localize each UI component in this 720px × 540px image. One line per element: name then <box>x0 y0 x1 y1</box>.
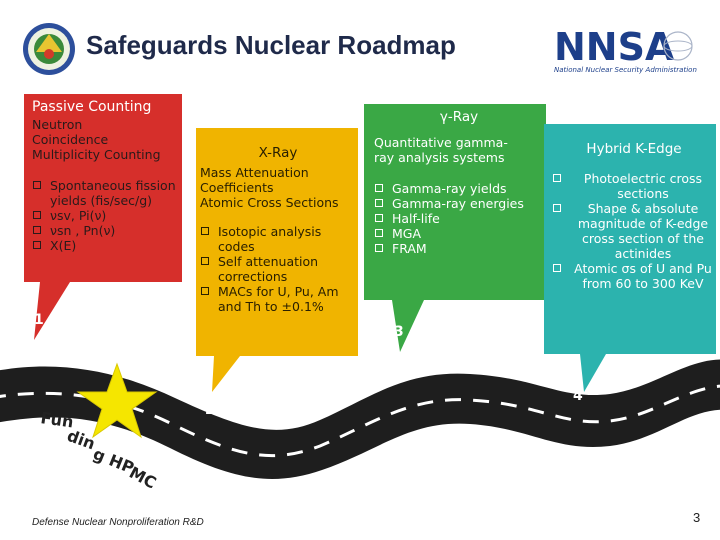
gamma-bullet: Gamma-ray energies <box>374 196 544 211</box>
hybrid-heading: Hybrid K-Edge <box>586 141 682 157</box>
passive-bullet: Spontaneous fission yields (fis/sec/g) <box>32 178 182 208</box>
xray-bullet: MACs for U, Pu, Am and Th to ±0.1% <box>200 284 356 314</box>
callout-hybrid-shape <box>544 124 716 392</box>
xray-line3: Atomic Cross Sections <box>200 195 339 210</box>
road-center-line <box>0 384 720 458</box>
passive-line2: Coincidence <box>32 132 109 147</box>
hybrid-bullets: Photoelectric cross sections Shape & abs… <box>552 171 716 291</box>
gamma-ray-box: γ-Ray Quantitative gamma- ray analysis s… <box>374 109 544 257</box>
passive-heading: Passive Counting <box>32 99 152 115</box>
hybrid-bullet: Atomic σs of U and Pu from 60 to 300 KeV <box>552 261 716 291</box>
passive-bullet: νsn , Pn(ν) <box>32 223 182 238</box>
gamma-bullet: FRAM <box>374 241 544 256</box>
slide-title: Safeguards Nuclear Roadmap <box>86 30 456 60</box>
hybrid-bullet: Shape & absolute magnitude of K-edge cro… <box>552 201 716 261</box>
gamma-heading: γ-Ray <box>439 109 479 125</box>
callout-xray-shape <box>196 128 358 392</box>
xray-bullets: Isotopic analysis codes Self attenuation… <box>200 224 356 314</box>
milestone-3-badge: 3 <box>394 324 404 340</box>
hybrid-bullet: Photoelectric cross sections <box>552 171 716 201</box>
gamma-line2: ray analysis systems <box>374 150 505 165</box>
gamma-bullet: MGA <box>374 226 544 241</box>
xray-line1: Mass Attenuation <box>200 165 309 180</box>
xray-box: X-Ray Mass Attenuation Coefficients Atom… <box>200 145 356 315</box>
passive-bullet: νsv, Pi(ν) <box>32 208 182 223</box>
passive-line1: Neutron <box>32 117 83 132</box>
milestone-1-badge: 1 <box>34 312 44 328</box>
callout-gamma-shape <box>364 104 546 352</box>
passive-counting-box: Passive Counting Neutron Coincidence Mul… <box>32 99 182 254</box>
xray-heading: X-Ray <box>258 145 298 161</box>
doe-seal-logo <box>22 22 76 76</box>
xray-bullet: Isotopic analysis codes <box>200 224 356 254</box>
funding-label-part2: din <box>65 426 98 454</box>
nnsa-logo-subtitle: National Nuclear Security Administration <box>554 66 697 74</box>
milestone-2-badge: 2 <box>205 402 215 418</box>
nnsa-logo: NNSA National Nuclear Security Administr… <box>552 24 704 76</box>
funding-label-part1: Fun <box>39 408 74 431</box>
doe-seal-icon <box>23 23 75 75</box>
xray-line2: Coefficients <box>200 180 274 195</box>
star-icon <box>76 362 158 439</box>
gamma-bullets: Gamma-ray yields Gamma-ray energies Half… <box>374 181 544 256</box>
gamma-bullet: Gamma-ray yields <box>374 181 544 196</box>
xray-bullet: Self attenuation corrections <box>200 254 356 284</box>
passive-bullet: X(E) <box>32 238 182 253</box>
page-number: 3 <box>693 510 701 525</box>
nnsa-logo-text: NNSA <box>554 25 675 69</box>
passive-line3: Multiplicity Counting <box>32 147 161 162</box>
hybrid-k-edge-box: Hybrid K-Edge Photoelectric cross sectio… <box>552 142 716 291</box>
passive-bullets: Spontaneous fission yields (fis/sec/g) ν… <box>32 178 182 253</box>
gamma-bullet: Half-life <box>374 211 544 226</box>
gamma-line1: Quantitative gamma- <box>374 135 508 150</box>
footer-text: Defense Nuclear Nonproliferation R&D <box>32 517 204 528</box>
road <box>0 359 720 479</box>
milestone-4-badge: 4 <box>573 388 583 404</box>
callout-passive-shape <box>24 94 182 340</box>
